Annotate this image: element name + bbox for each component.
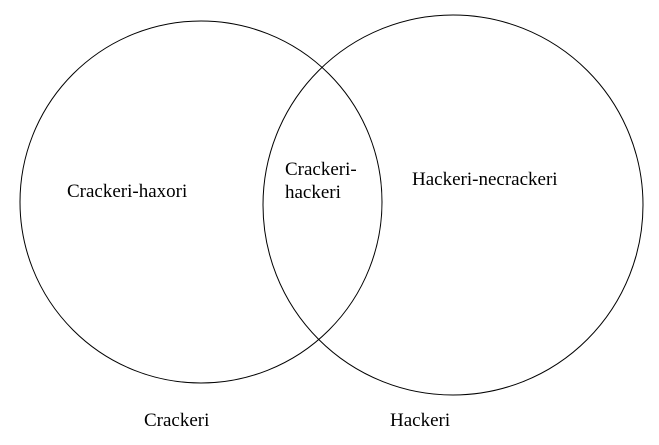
hackeri-only-label: Hackeri-necrackeri (412, 169, 558, 190)
intersection-label-line1: Crackeri- (285, 159, 357, 180)
intersection-label-line2: hackeri (285, 182, 341, 203)
hackeri-set-name: Hackeri (390, 410, 450, 431)
crackeri-circle (19, 20, 383, 384)
crackeri-only-label: Crackeri-haxori (67, 181, 187, 202)
hackeri-circle (262, 14, 644, 396)
crackeri-set-name: Crackeri (144, 410, 209, 431)
